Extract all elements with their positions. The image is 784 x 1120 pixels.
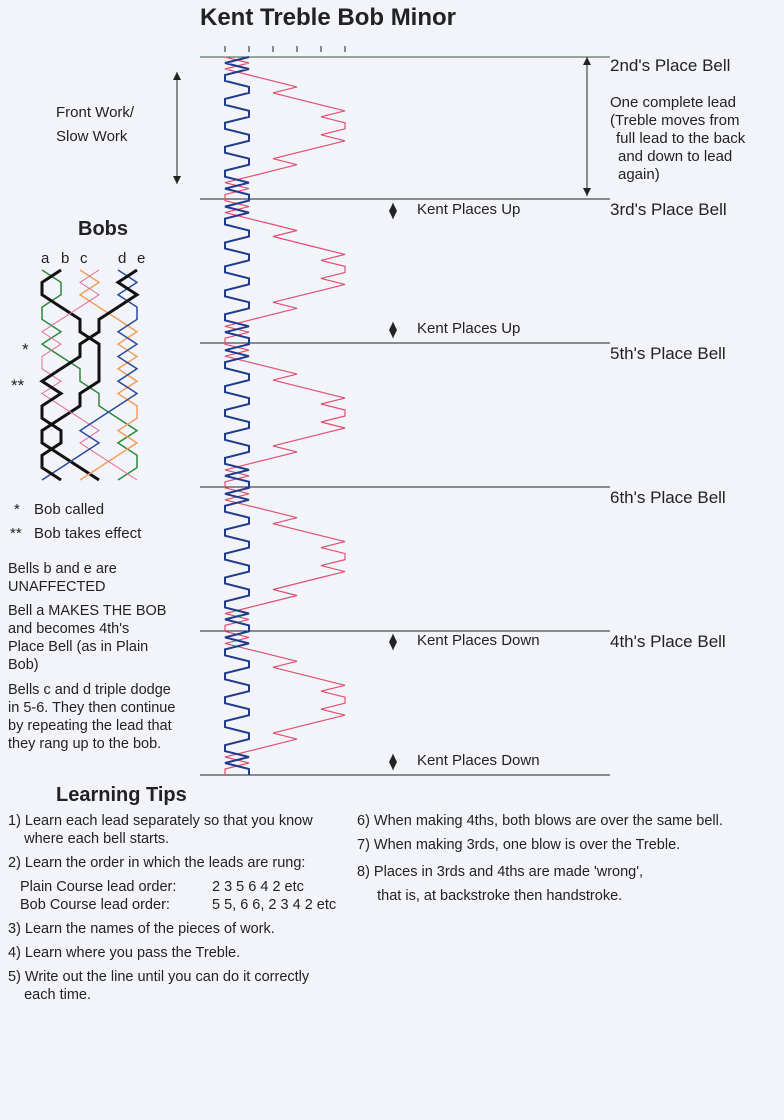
- bob-course-value: 5 5, 6 6, 2 3 4 2 etc: [212, 897, 337, 913]
- tip-item: 2) Learn the order in which the leads ar…: [8, 855, 306, 871]
- lead-span-arrow-icon-head: [583, 188, 591, 196]
- bob-note: Bells c and d triple dodge in 5-6. They …: [8, 682, 176, 752]
- lead-note-line: again): [618, 166, 660, 183]
- tip-item: 3) Learn the names of the pieces of work…: [8, 921, 275, 937]
- bob-note: Bell a MAKES THE BOB and becomes 4th's P…: [8, 603, 167, 673]
- kent-place-arrow-icon-head: [389, 322, 397, 330]
- bob-letter: b: [61, 250, 70, 267]
- legend-mark: **: [10, 525, 22, 542]
- bell-label: 3rd's Place Bell: [610, 200, 727, 219]
- page-title: Kent Treble Bob Minor: [200, 4, 457, 31]
- kent-label: Kent Places Up: [417, 320, 521, 337]
- bob-effect-mark: **: [11, 376, 25, 395]
- legend-text: Bob takes effect: [34, 525, 142, 542]
- kent-place-arrow-icon-head: [389, 330, 397, 338]
- front-work-label: Front Work/ Slow Work: [56, 104, 135, 145]
- kent-place-arrow-icon-head: [389, 203, 397, 211]
- treble-line: [224, 56, 346, 775]
- bell-label: 6th's Place Bell: [610, 488, 726, 507]
- bob-letter: a: [41, 250, 50, 267]
- lead-note-line: and down to lead: [618, 148, 733, 165]
- kent-place-arrow-icon-head: [389, 211, 397, 219]
- kent-label: Kent Places Down: [417, 752, 540, 769]
- kent-label: Kent Places Up: [417, 201, 521, 218]
- tip-item: 8) Places in 3rds and 4ths are made 'wro…: [357, 864, 644, 904]
- legend-mark: *: [14, 501, 20, 518]
- legend-text: Bob called: [34, 501, 105, 518]
- plain-course-value: 2 3 5 6 4 2 etc: [212, 879, 304, 895]
- tip-item: 7) When making 3rds, one blow is over th…: [357, 837, 681, 853]
- bob-bell-line: [40, 269, 139, 481]
- tip-item: 5) Write out the line until you can do i…: [8, 969, 310, 1003]
- bobs-heading: Bobs: [78, 218, 128, 240]
- bob-letter: d: [118, 250, 127, 267]
- lead-note-line: full lead to the back: [616, 130, 746, 147]
- kent-place-arrow-icon-head: [389, 642, 397, 650]
- front-work-arrow-icon-head: [173, 72, 181, 80]
- plain-course-label: Plain Course lead order:: [20, 879, 177, 895]
- tip-item: 1) Learn each lead separately so that yo…: [8, 813, 313, 847]
- front-work-arrow-icon-head: [173, 176, 181, 184]
- bob-called-mark: *: [22, 340, 29, 359]
- lead-note-line: One complete lead: [610, 94, 736, 111]
- kent-place-arrow-icon-head: [389, 762, 397, 770]
- lead-span-arrow-icon-head: [583, 57, 591, 65]
- bob-bell-line: [39, 268, 140, 482]
- tip-item: 6) When making 4ths, both blows are over…: [357, 813, 723, 829]
- bob-letter: e: [137, 250, 146, 267]
- bell-label: 2nd's Place Bell: [610, 56, 731, 75]
- work-bell-line: [224, 56, 250, 775]
- bob-course-label: Bob Course lead order:: [20, 897, 170, 913]
- bob-bell-line: [40, 268, 101, 482]
- bell-label: 4th's Place Bell: [610, 632, 726, 651]
- lead-note: One complete lead (Treble moves from ful…: [610, 94, 745, 184]
- tips-heading: Learning Tips: [56, 784, 187, 806]
- bell-label: 5th's Place Bell: [610, 344, 726, 363]
- bob-letter: c: [80, 250, 88, 267]
- lead-note-line: (Treble moves from: [610, 112, 740, 129]
- kent-place-arrow-icon-head: [389, 634, 397, 642]
- bob-note: Bells b and e are UNAFFECTED: [8, 561, 117, 595]
- kent-label: Kent Places Down: [417, 632, 540, 649]
- kent-place-arrow-icon-head: [389, 754, 397, 762]
- tip-item: 4) Learn where you pass the Treble.: [8, 945, 241, 961]
- bob-bell-line: [41, 269, 139, 481]
